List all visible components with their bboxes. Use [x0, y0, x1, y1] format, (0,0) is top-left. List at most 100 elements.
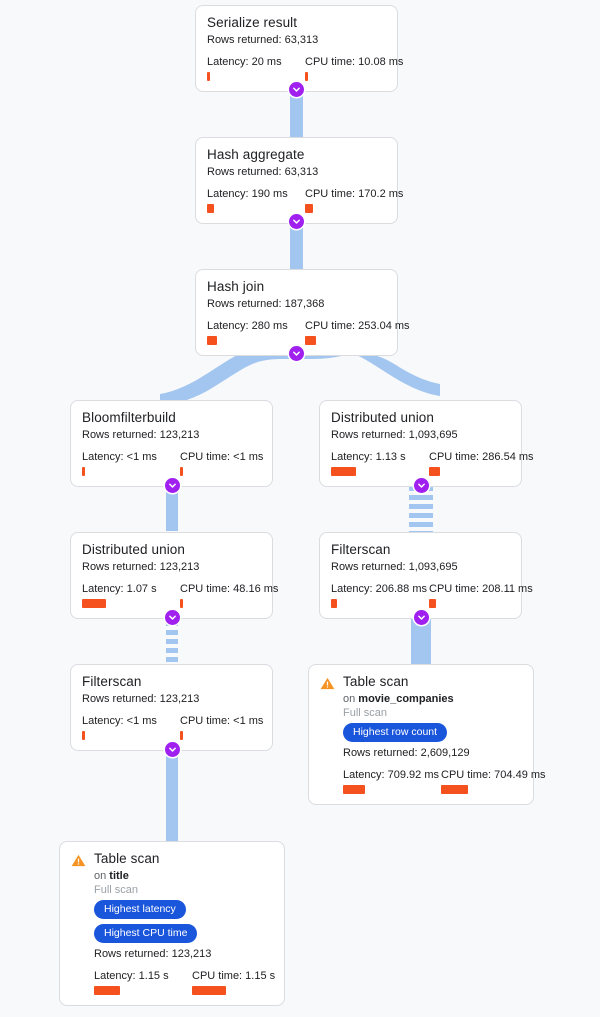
- latency-metric: Latency: 1.13 s: [331, 450, 429, 476]
- cpu-bar: [305, 336, 316, 345]
- node-metrics: Latency: 1.07 s CPU time: 48.16 ms: [82, 582, 278, 608]
- cpu-bar: [305, 204, 313, 213]
- plan-node-distributed-union-left[interactable]: Distributed union Rows returned: 123,213…: [70, 532, 278, 619]
- node-title: Hash aggregate: [207, 147, 305, 162]
- node-metrics: Latency: <1 ms CPU time: <1 ms: [82, 714, 263, 740]
- node-title: Table scan: [343, 674, 409, 689]
- plan-node-hash-join[interactable]: Hash join Rows returned: 187,368 Latency…: [195, 269, 410, 356]
- cpu-metric: CPU time: 10.08 ms: [305, 55, 403, 81]
- latency-label: Latency: 1.15 s: [94, 970, 169, 982]
- warning-icon: [71, 853, 86, 868]
- node-metrics: Latency: 1.15 s CPU time: 1.15 s: [94, 969, 276, 995]
- latency-bar: [207, 336, 217, 345]
- collapse-chevron-serialize-result[interactable]: [289, 82, 304, 97]
- plan-node-table-scan-movie-companies[interactable]: Table scan on movie_companies Full scan …: [308, 664, 546, 805]
- latency-bar: [343, 785, 365, 794]
- latency-label: Latency: <1 ms: [82, 451, 157, 463]
- node-badges: Highest row count: [343, 723, 522, 742]
- target-name: movie_companies: [358, 693, 454, 705]
- latency-bar: [207, 204, 214, 213]
- node-badges: Highest latency Highest CPU time: [94, 900, 273, 943]
- node-title: Bloomfilterbuild: [82, 410, 176, 425]
- cpu-metric: CPU time: 286.54 ms: [429, 450, 534, 476]
- latency-metric: Latency: <1 ms: [82, 714, 180, 740]
- node-title: Distributed union: [331, 410, 435, 425]
- latency-metric: Latency: <1 ms: [82, 450, 180, 476]
- node-metrics: Latency: 206.88 ms CPU time: 208.11 ms: [331, 582, 533, 608]
- latency-bar: [94, 986, 120, 995]
- collapse-chevron-hash-aggregate[interactable]: [289, 214, 304, 229]
- plan-node-table-scan-title[interactable]: Table scan on title Full scan Highest la…: [59, 841, 285, 1006]
- cpu-metric: CPU time: <1 ms: [180, 714, 263, 740]
- node-title: Filterscan: [82, 674, 142, 689]
- node-metrics: Latency: 190 ms CPU time: 170.2 ms: [207, 187, 403, 213]
- node-title: Distributed union: [82, 542, 186, 557]
- latency-label: Latency: 709.92 ms: [343, 769, 440, 781]
- latency-metric: Latency: 709.92 ms: [343, 768, 441, 794]
- plan-node-serialize-result[interactable]: Serialize result Rows returned: 63,313 L…: [195, 5, 403, 92]
- latency-metric: Latency: 280 ms: [207, 319, 305, 345]
- node-metrics: Latency: 20 ms CPU time: 10.08 ms: [207, 55, 403, 81]
- collapse-chevron-bloomfilterbuild[interactable]: [165, 478, 180, 493]
- on-prefix: on: [94, 870, 110, 882]
- node-title: Hash join: [207, 279, 265, 294]
- edge-distributed-union-left-to-filterscan-left: [166, 615, 178, 667]
- latency-metric: Latency: 206.88 ms: [331, 582, 429, 608]
- cpu-bar: [441, 785, 468, 794]
- edge-serialize-to-hash-aggregate: [290, 83, 303, 139]
- cpu-bar: [305, 72, 308, 81]
- cpu-metric: CPU time: <1 ms: [180, 450, 263, 476]
- latency-metric: Latency: 190 ms: [207, 187, 305, 213]
- cpu-metric: CPU time: 704.49 ms: [441, 768, 546, 794]
- warning-icon: [320, 676, 335, 691]
- collapse-chevron-filterscan-left[interactable]: [165, 742, 180, 757]
- node-metrics: Latency: 709.92 ms CPU time: 704.49 ms: [343, 768, 546, 794]
- cpu-bar: [429, 599, 436, 608]
- latency-label: Latency: 20 ms: [207, 56, 282, 68]
- badge-highest-row-count[interactable]: Highest row count: [343, 723, 448, 742]
- plan-node-filterscan-right[interactable]: Filterscan Rows returned: 1,093,695 Late…: [319, 532, 533, 619]
- cpu-bar: [180, 599, 183, 608]
- plan-node-bloomfilterbuild[interactable]: Bloomfilterbuild Rows returned: 123,213 …: [70, 400, 273, 487]
- edge-hash-join-to-bloomfilterbuild: [160, 347, 292, 406]
- badge-highest-cpu-time[interactable]: Highest CPU time: [94, 924, 198, 943]
- plan-node-distributed-union-right[interactable]: Distributed union Rows returned: 1,093,6…: [319, 400, 534, 487]
- collapse-chevron-distributed-union-left[interactable]: [165, 610, 180, 625]
- node-rows-returned: Rows returned: 1,093,695: [331, 561, 458, 573]
- edge-hash-aggregate-to-hash-join: [290, 215, 303, 271]
- node-rows-returned: Rows returned: 123,213: [82, 429, 200, 441]
- collapse-chevron-filterscan-right[interactable]: [414, 610, 429, 625]
- badge-highest-latency[interactable]: Highest latency: [94, 900, 186, 919]
- node-rows-returned: Rows returned: 63,313: [207, 166, 319, 178]
- node-title: Serialize result: [207, 15, 298, 30]
- latency-label: Latency: 280 ms: [207, 320, 288, 332]
- cpu-label: CPU time: 286.54 ms: [429, 451, 534, 463]
- node-rows-returned: Rows returned: 63,313: [207, 34, 319, 46]
- cpu-label: CPU time: <1 ms: [180, 451, 264, 463]
- plan-node-filterscan-left[interactable]: Filterscan Rows returned: 123,213 Latenc…: [70, 664, 273, 751]
- latency-metric: Latency: 20 ms: [207, 55, 305, 81]
- cpu-label: CPU time: 1.15 s: [192, 970, 276, 982]
- node-scan-type: Full scan: [94, 884, 139, 896]
- latency-bar: [82, 731, 85, 740]
- node-scan-type: Full scan: [343, 707, 388, 719]
- plan-node-hash-aggregate[interactable]: Hash aggregate Rows returned: 63,313 Lat…: [195, 137, 403, 224]
- latency-label: Latency: <1 ms: [82, 715, 157, 727]
- cpu-label: CPU time: <1 ms: [180, 715, 264, 727]
- cpu-label: CPU time: 48.16 ms: [180, 583, 279, 595]
- node-rows-returned: Rows returned: 123,213: [94, 948, 212, 960]
- latency-label: Latency: 206.88 ms: [331, 583, 428, 595]
- collapse-chevron-hash-join[interactable]: [289, 346, 304, 361]
- cpu-bar: [429, 467, 440, 476]
- node-rows-returned: Rows returned: 2,609,129: [343, 747, 470, 759]
- collapse-chevron-distributed-union-right[interactable]: [414, 478, 429, 493]
- node-target: on movie_companies: [343, 692, 522, 706]
- node-rows-returned: Rows returned: 1,093,695: [331, 429, 458, 441]
- node-target: on title: [94, 869, 273, 883]
- cpu-bar: [180, 731, 183, 740]
- latency-label: Latency: 1.13 s: [331, 451, 406, 463]
- cpu-label: CPU time: 253.04 ms: [305, 320, 410, 332]
- cpu-metric: CPU time: 170.2 ms: [305, 187, 403, 213]
- cpu-metric: CPU time: 48.16 ms: [180, 582, 278, 608]
